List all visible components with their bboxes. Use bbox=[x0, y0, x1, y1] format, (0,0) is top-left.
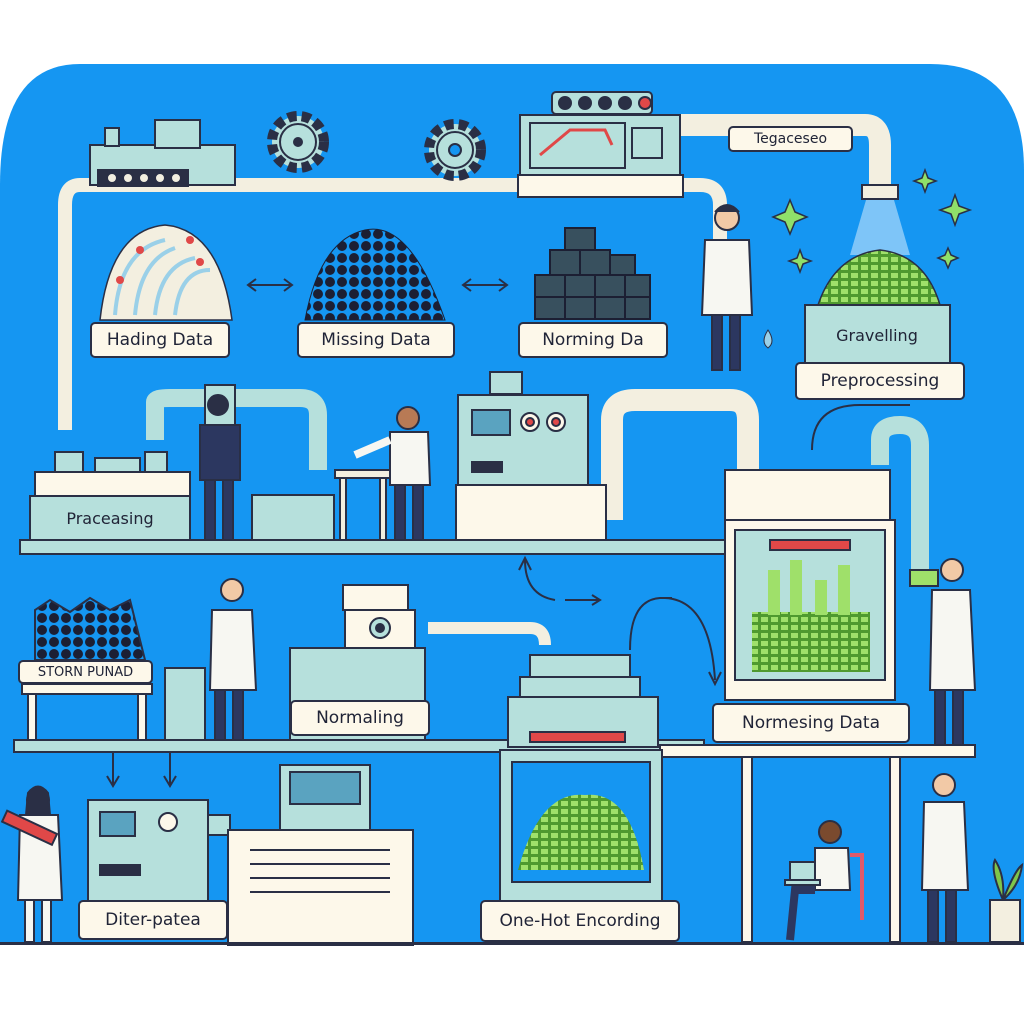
arrow-icon bbox=[461, 278, 509, 292]
top-pipe bbox=[58, 114, 891, 430]
label-diter-patea: Diter-patea bbox=[78, 900, 228, 940]
norming-block-stack bbox=[534, 227, 651, 320]
label-missing-data: Missing Data bbox=[297, 322, 455, 358]
label-storn-punad: STORN PUNAD bbox=[18, 660, 153, 684]
input-locomotive bbox=[89, 119, 236, 187]
one-hot-encoder bbox=[499, 654, 663, 911]
floor-line bbox=[0, 942, 1024, 945]
large-processor bbox=[724, 469, 896, 701]
lab-worker-figure bbox=[353, 406, 432, 541]
arrow-icon bbox=[246, 278, 294, 292]
scientist-figure bbox=[700, 204, 754, 371]
control-panel-machine bbox=[517, 91, 684, 198]
label-normesing-data: Normesing Data bbox=[712, 703, 910, 743]
missing-data-pile bbox=[304, 228, 446, 321]
diter-machine bbox=[87, 764, 414, 946]
gear-icon bbox=[424, 119, 486, 181]
label-norming-da: Norming Da bbox=[518, 322, 668, 358]
label-hading-data: Hading Data bbox=[90, 322, 230, 358]
gear-icon bbox=[267, 111, 329, 173]
preprocessing-hopper bbox=[804, 184, 951, 366]
console-machine bbox=[455, 371, 607, 541]
hading-data-pile bbox=[99, 224, 233, 321]
label-preprocessing: Preprocessing bbox=[795, 362, 965, 400]
label-one-hot-encoding: One-Hot Encording bbox=[480, 900, 680, 942]
water-drop-icon bbox=[763, 329, 773, 349]
scientist-figure bbox=[164, 578, 258, 741]
label-processing: Praceasing bbox=[66, 508, 154, 528]
workbench bbox=[251, 469, 391, 541]
scientist-figure bbox=[909, 558, 977, 746]
storn-table bbox=[21, 596, 153, 741]
sparkle-icon bbox=[771, 167, 973, 275]
processing-station bbox=[29, 451, 191, 542]
label-normaling: Normaling bbox=[290, 700, 430, 736]
laptop-icon bbox=[784, 861, 821, 886]
seated-analyst bbox=[786, 820, 864, 941]
scientist-figure bbox=[920, 773, 970, 943]
arrow-icon bbox=[106, 555, 722, 788]
label-gravelling: Gravelling bbox=[836, 325, 918, 345]
label-tegaceseo: Tegaceseo bbox=[728, 126, 853, 152]
